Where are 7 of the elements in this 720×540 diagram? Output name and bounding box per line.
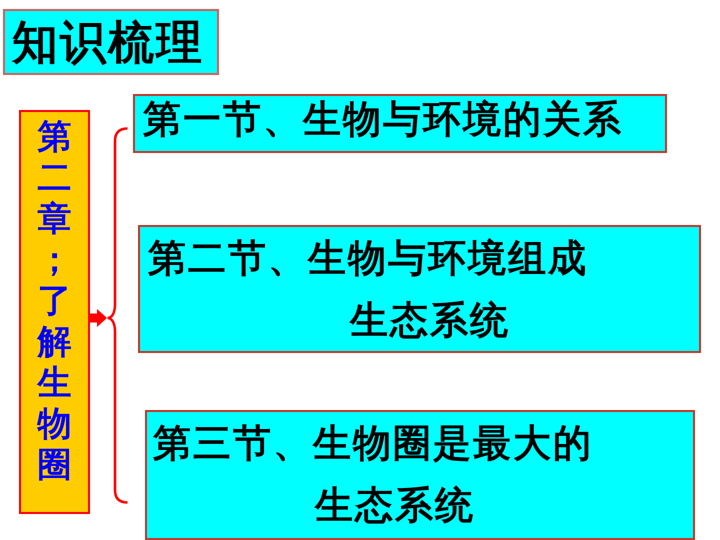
page-title: 知识梳理 (3, 9, 219, 75)
arrow (90, 309, 107, 327)
section-box: 第三节、生物圈是最大的生态系统 (145, 410, 695, 540)
chapter-box: 第二章；了解生物圈 (19, 110, 90, 514)
section-box: 第一节、生物与环境的关系 (133, 94, 667, 153)
curly-brace (106, 127, 129, 504)
section-box: 第二节、生物与环境组成生态系统 (138, 225, 701, 353)
